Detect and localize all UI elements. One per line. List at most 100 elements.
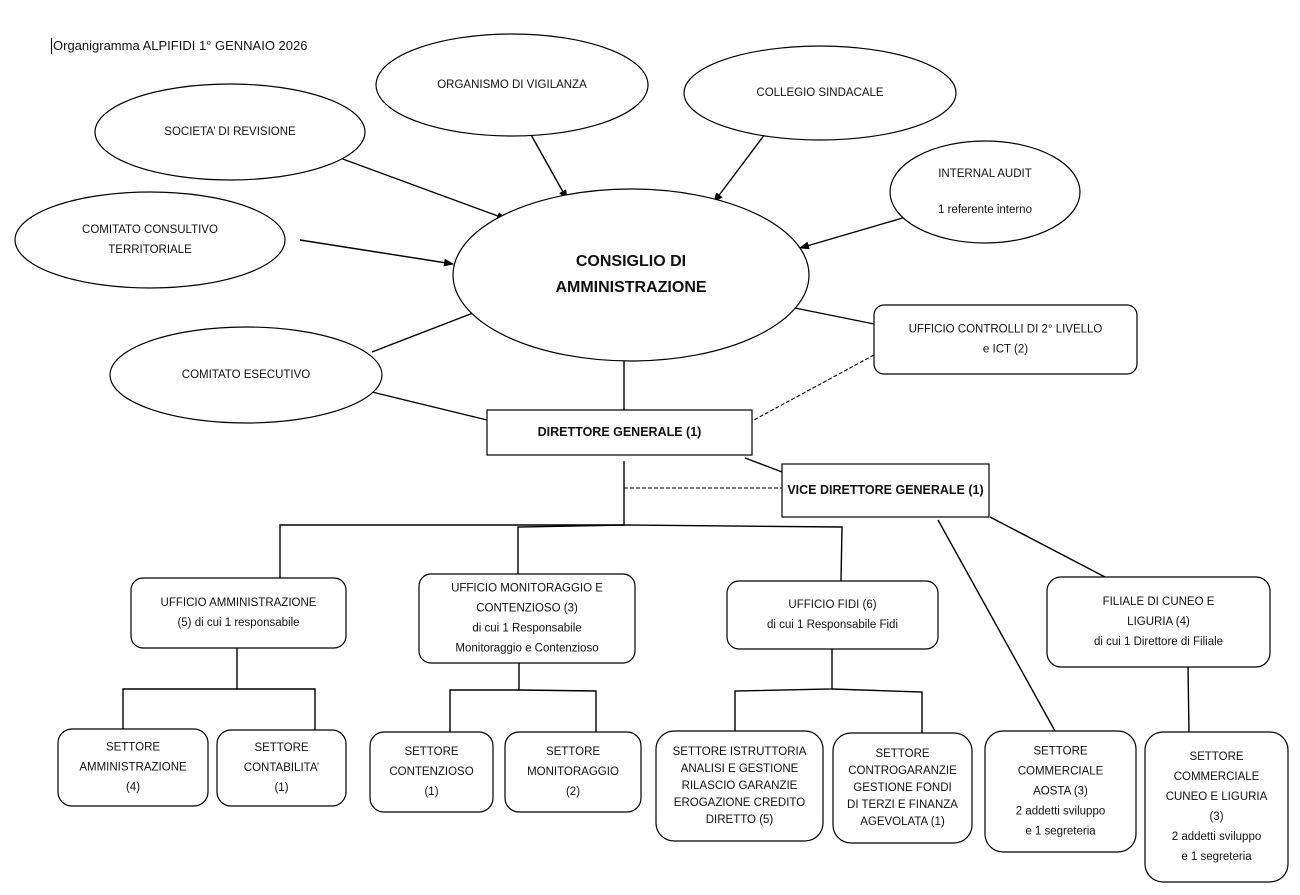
node-label-line: e ICT (2): [983, 344, 1028, 356]
connector-dg-to-vdg: [744, 457, 783, 473]
node-vdg: VICE DIRETTORE GENERALE (1): [781, 463, 990, 518]
node-uff-amm: UFFICIO AMMINISTRAZIONE(5) di cui 1 resp…: [130, 577, 347, 649]
connector-dg-to-uff_fidi: [623, 524, 843, 582]
node-label-line: COLLEGIO SINDACALE: [756, 87, 884, 99]
connector-internal_audit-to-cda: [799, 216, 907, 250]
node-label-line: CONTENZIOSO: [389, 766, 473, 778]
connector-uff_mon-to-set_monit: [518, 689, 597, 732]
node-label-line: SETTORE: [1189, 751, 1243, 763]
connector-dg-to-uff_amm: [279, 461, 625, 578]
connector-cda-to-controlli: [794, 307, 875, 325]
node-label-line: (1): [274, 782, 288, 794]
node-label-line: DIRETTO (5): [706, 814, 774, 826]
node-dg: DIRETTORE GENERALE (1): [486, 409, 753, 456]
node-label-line: COMITATO ESECUTIVO: [182, 369, 310, 381]
node-label-line: e 1 segreteria: [1025, 826, 1096, 838]
node-label-line: VICE DIRETTORE GENERALE (1): [787, 483, 983, 497]
node-shape: [873, 304, 1138, 375]
node-label-line: SETTORE: [1033, 746, 1087, 758]
node-label-line: CONSIGLIO DI: [576, 253, 686, 270]
node-set-cuneo: SETTORE COMMERCIALE CUNEO E LIGURIA (3) 2 ad…: [1144, 731, 1289, 883]
node-label-line: AMMINISTRAZIONE: [79, 762, 187, 774]
connector-uff_mon-to-set_contenzioso: [449, 663, 520, 732]
node-shape: [130, 577, 347, 649]
node-internal-audit: INTERNAL AUDIT 1 referente interno: [889, 140, 1081, 244]
node-shape: [655, 730, 824, 842]
connector-revisione-to-cda: [339, 157, 507, 220]
node-set-istr: SETTORE ISTRUTTORIA ANALISI E GESTIONE RIL…: [655, 730, 824, 842]
node-shape: [726, 580, 939, 650]
node-label-line: CONTENZIOSO (3): [476, 603, 578, 615]
node-cda: CONSIGLIO DI AMMINISTRAZIONE: [452, 188, 810, 362]
node-label-line: COMITATO CONSULTIVO: [82, 224, 218, 236]
node-shape: [889, 140, 1081, 244]
node-label-line: SETTORE: [875, 748, 929, 760]
node-label-line: 1 referente interno: [938, 204, 1032, 216]
node-consultivo: COMITATO CONSULTIVO TERRITORIALE: [14, 191, 286, 289]
node-shape: [1046, 576, 1271, 668]
node-label-line: SETTORE: [106, 742, 160, 754]
node-label-line: UFFICIO AMMINISTRAZIONE: [161, 597, 317, 609]
node-label-line: RILASCIO GARANZIE: [682, 780, 798, 792]
node-revisione: SOCIETA’ DI REVISIONE: [94, 83, 366, 181]
node-esecutivo: COMITATO ESECUTIVO: [109, 326, 383, 424]
connector-esecutivo-to-dg: [371, 391, 488, 421]
node-label-line: COMMERCIALE: [1018, 766, 1104, 778]
node-shape: [57, 728, 209, 807]
node-label-line: EROGAZIONE CREDITO: [674, 797, 805, 809]
connector-uff_amm-to-set_cont: [237, 688, 316, 730]
connector-uff_amm-to-set_amm: [122, 648, 238, 729]
node-shape: [216, 729, 347, 807]
connector-controlli-to-dg: [751, 354, 875, 422]
node-label-line: Monitoraggio e Contenzioso: [455, 643, 598, 655]
node-shape: [94, 83, 366, 181]
node-shape: [1144, 731, 1289, 883]
page-title: Organigramma ALPIFIDI 1° GENNAIO 2026: [51, 38, 308, 54]
node-label-line: SETTORE: [546, 746, 600, 758]
node-label-line: CUNEO E LIGURIA: [1166, 791, 1268, 803]
node-label-line: (1): [424, 786, 438, 798]
node-label-line: INTERNAL AUDIT: [938, 168, 1032, 180]
node-shape: [375, 33, 649, 137]
node-label-line: LIGURIA (4): [1127, 616, 1190, 628]
node-label-line: (3): [1209, 811, 1223, 823]
connectors-layer: [122, 132, 1190, 733]
connector-uff_fidi-to-set_istr: [734, 649, 833, 731]
connector-vigilanza-to-cda: [529, 132, 568, 200]
node-label-line: FILIALE DI CUNEO E: [1103, 596, 1215, 608]
node-label-line: di cui 1 Responsabile Fidi: [767, 619, 898, 631]
node-label-line: AMMINISTRAZIONE: [555, 279, 706, 296]
node-shape: [369, 731, 494, 813]
connector-consultivo-to-cda: [299, 239, 454, 267]
node-shape: [14, 191, 286, 289]
node-shape: [984, 730, 1137, 853]
node-label-line: ANALISI E GESTIONE: [681, 763, 799, 775]
node-shape: [683, 45, 957, 141]
node-label-line: SETTORE: [254, 742, 308, 754]
node-label-line: TERRITORIALE: [108, 244, 192, 256]
node-label-line: 2 addetti sviluppo: [1172, 831, 1262, 843]
connector-vdg-to-set_aosta: [937, 519, 1056, 732]
node-label-line: COMMERCIALE: [1174, 771, 1260, 783]
node-shape: [486, 409, 753, 456]
node-label-line: SETTORE ISTRUTTORIA: [673, 746, 807, 758]
node-label-line: UFFICIO MONITORAGGIO E: [451, 583, 603, 595]
node-label-line: UFFICIO FIDI (6): [788, 599, 876, 611]
node-label-line: e 1 segreteria: [1181, 851, 1252, 863]
node-label-line: DIRETTORE GENERALE (1): [538, 425, 702, 439]
node-shape: [832, 732, 973, 844]
node-vigilanza: ORGANISMO DI VIGILANZA: [375, 33, 649, 137]
connector-uff_fidi-to-set_contro: [831, 688, 923, 733]
node-shape: [109, 326, 383, 424]
node-label-line: MONITORAGGIO: [527, 766, 619, 778]
node-shape: [504, 731, 642, 813]
